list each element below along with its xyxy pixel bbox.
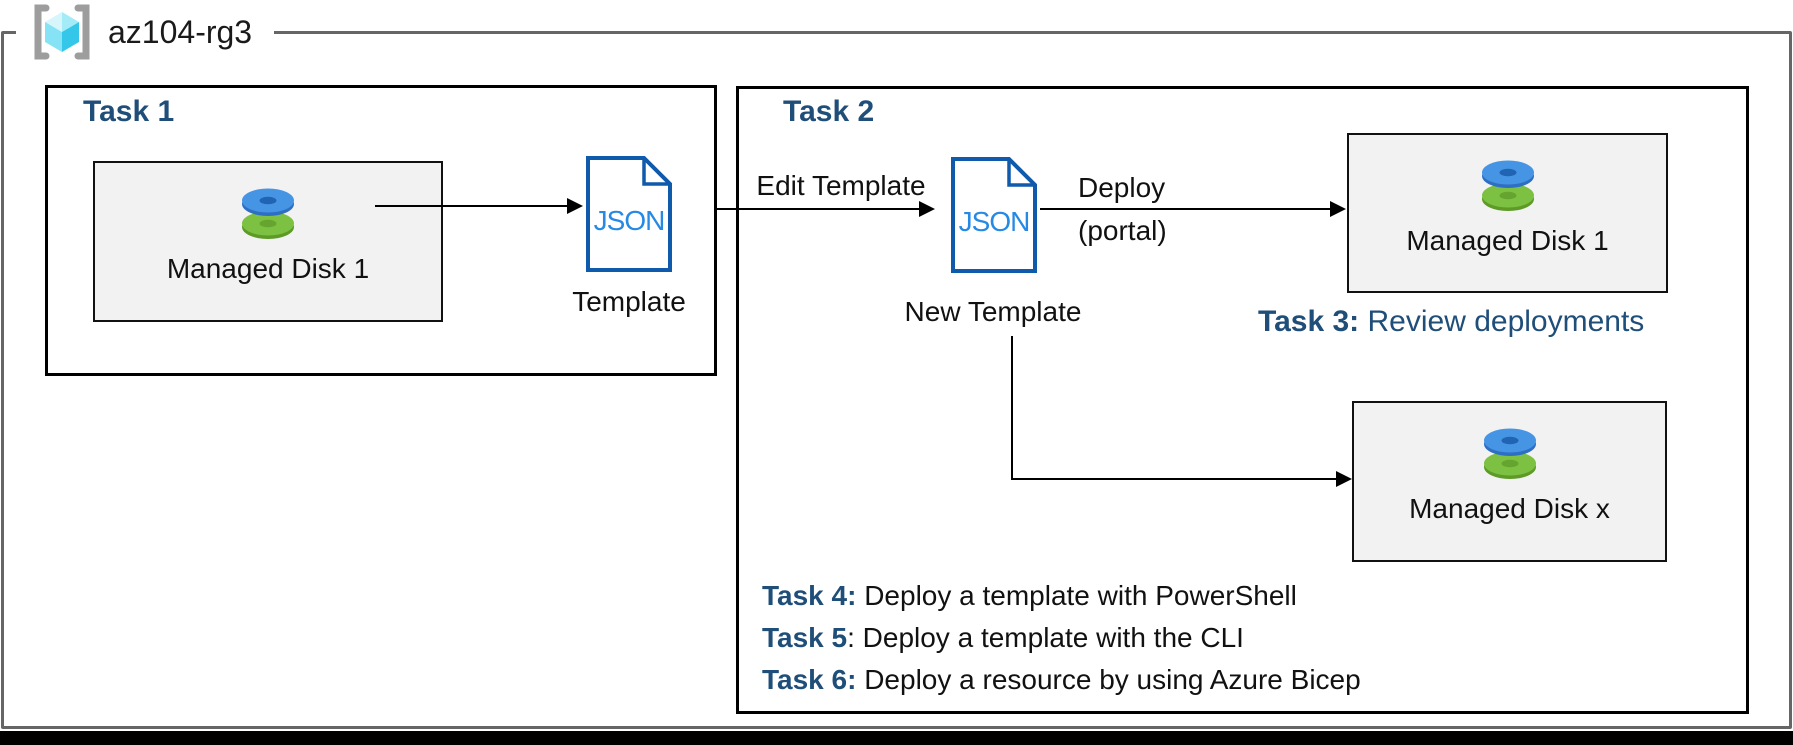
arrow-edit-template-line bbox=[717, 208, 919, 210]
json-document-icon bbox=[951, 157, 1037, 273]
resource-group-border bbox=[1, 31, 1792, 729]
deploy-portal-label: (portal) bbox=[1078, 215, 1167, 246]
json-document-icon bbox=[586, 156, 672, 272]
task2-title: Task 2 bbox=[783, 95, 875, 128]
managed-disk-1-label-task2: Managed Disk 1 bbox=[1406, 225, 1609, 256]
arrow-disk-to-template-head bbox=[567, 198, 583, 214]
arrow-deploy-line bbox=[1040, 208, 1330, 210]
managed-disk-x-label: Managed Disk x bbox=[1409, 493, 1610, 524]
json-doc-text: JSON bbox=[593, 205, 666, 236]
resource-group-legend: az104-rg3 bbox=[16, 2, 275, 62]
task1-title: Task 1 bbox=[83, 95, 175, 128]
json-new-template-doc: JSON bbox=[950, 156, 1038, 274]
task5-row: Task 5: Deploy a template with the CLI bbox=[762, 617, 1361, 659]
task4-label: Task 4: bbox=[762, 580, 857, 611]
task4-row: Task 4: Deploy a template with PowerShel… bbox=[762, 575, 1361, 617]
new-template-label: New Template bbox=[904, 296, 1082, 327]
task6-row: Task 6: Deploy a resource by using Azure… bbox=[762, 659, 1361, 701]
managed-disk-1-box-task1: Managed Disk 1 bbox=[93, 161, 443, 322]
arrow-edit-template-head bbox=[919, 201, 935, 217]
arrow-disk-to-template-line bbox=[375, 205, 567, 207]
json-template-doc: JSON bbox=[585, 155, 673, 273]
resource-group-icon bbox=[34, 4, 90, 60]
managed-disk-1-box-task2: Managed Disk 1 bbox=[1347, 133, 1668, 293]
task3-label: Task 3: bbox=[1258, 305, 1360, 338]
managed-disk-icon bbox=[1483, 428, 1536, 479]
edit-template-label: Edit Template bbox=[756, 170, 926, 201]
task3-caption: Task 3: Review deployments bbox=[1258, 305, 1644, 339]
arrow-newtemplate-horizontal bbox=[1011, 478, 1338, 480]
managed-disk-1-label-task1: Managed Disk 1 bbox=[166, 253, 370, 284]
task-list: Task 4: Deploy a template with PowerShel… bbox=[762, 575, 1361, 701]
task4-text: Deploy a template with PowerShell bbox=[856, 580, 1297, 611]
resource-group-name: az104-rg3 bbox=[108, 13, 253, 50]
managed-disk-x-box: Managed Disk x bbox=[1352, 401, 1667, 562]
task5-label: Task 5 bbox=[762, 622, 848, 653]
json-doc-text: JSON bbox=[958, 206, 1031, 237]
task6-text: Deploy a resource by using Azure Bicep bbox=[856, 664, 1361, 695]
managed-disk-icon bbox=[1481, 160, 1534, 211]
task5-text: : Deploy a template with the CLI bbox=[847, 622, 1244, 653]
arrow-newtemplate-head bbox=[1336, 471, 1352, 487]
task3-text: Review deployments bbox=[1359, 305, 1645, 338]
bottom-black-bar bbox=[0, 731, 1793, 745]
arrow-deploy-head bbox=[1330, 201, 1346, 217]
template-label: Template bbox=[572, 286, 686, 317]
deploy-label: Deploy bbox=[1078, 172, 1166, 203]
task6-label: Task 6: bbox=[762, 664, 857, 695]
managed-disk-icon bbox=[242, 188, 294, 239]
arrow-newtemplate-vertical bbox=[1011, 336, 1013, 480]
